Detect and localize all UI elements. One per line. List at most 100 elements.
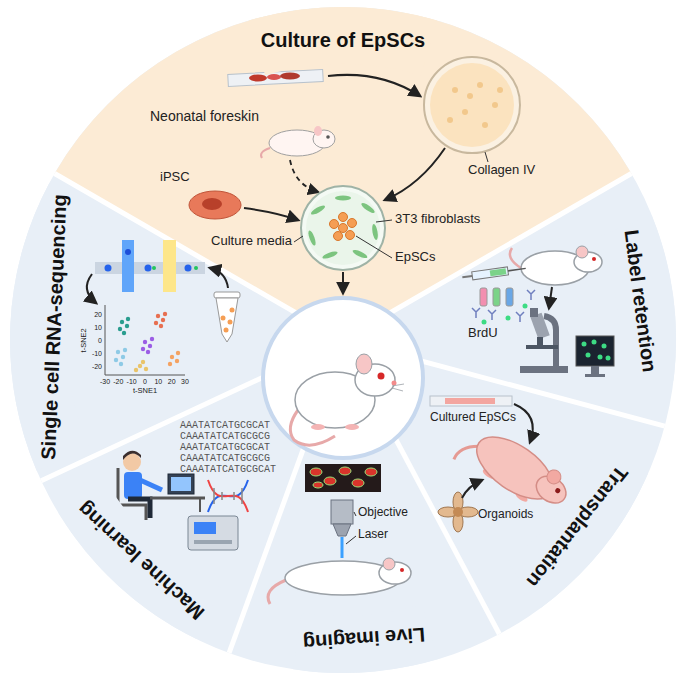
dna-helix (208, 480, 248, 512)
machine-learning-illustration (123, 451, 141, 460)
epsc-dish (352, 248, 369, 259)
tube (214, 292, 240, 298)
wheel-ground (55, 7, 632, 340)
neonatal-mouse (261, 126, 335, 158)
single-cell-illustration (145, 265, 152, 272)
monitor (585, 374, 605, 377)
nude-mouse (544, 467, 563, 486)
monitor (592, 340, 597, 345)
nude-mouse (554, 487, 561, 494)
sector-title: Culture of EpSCs (261, 28, 425, 52)
epsc-dish (339, 224, 348, 233)
transplantation-illustration (462, 480, 482, 498)
machine-learning-illustration (124, 472, 142, 499)
dna-helix (208, 480, 248, 512)
tsne-cluster (141, 347, 145, 351)
sequence-text: CAAATATCATGCGCAT (180, 464, 276, 476)
culture-illustration (290, 160, 318, 192)
epsc-dish (348, 219, 357, 228)
objective (333, 524, 351, 536)
dna-helix (214, 488, 242, 504)
culture-illustration (385, 148, 445, 200)
imaged-mouse (268, 580, 286, 604)
machine-learning-illustration (168, 474, 194, 494)
tsne-cluster (123, 348, 127, 352)
organoid (438, 492, 478, 532)
single-cell-illustration (87, 274, 96, 303)
collagen-dish (497, 87, 503, 93)
tsne-cluster (170, 355, 174, 359)
tsne-cluster (122, 331, 126, 335)
culture-illustration (328, 75, 420, 96)
collagen-dish (452, 87, 458, 93)
label-retention-illustration (462, 246, 614, 377)
tsne-cluster (175, 359, 179, 363)
label-retention-illustration (523, 304, 528, 309)
sector-title: Transplantation (522, 461, 633, 592)
collagen-dish (424, 57, 520, 153)
tube (228, 320, 233, 325)
objective (331, 500, 353, 524)
tsne-cluster (114, 312, 180, 372)
collagen-dish (467, 93, 473, 99)
tsne-cluster (159, 324, 163, 328)
single-cell-illustration (95, 262, 205, 274)
live-imaging-illustration (352, 479, 364, 487)
machine-learning-illustration (140, 480, 162, 490)
imaged-mouse (400, 568, 404, 572)
single-cell-illustration (87, 240, 240, 375)
live-imaging-illustration (346, 536, 356, 544)
tube (214, 292, 240, 342)
single-cell-illustration (122, 240, 134, 292)
epsc-dish (322, 250, 339, 260)
sequencer (194, 540, 232, 544)
monitor (591, 366, 599, 374)
tsne-cluster (148, 344, 152, 348)
sector-band-fill (507, 450, 648, 608)
epsc-dish (360, 201, 376, 214)
live-imaging-illustration (268, 464, 411, 604)
label-retention-illustration (576, 246, 588, 258)
tube (221, 316, 226, 321)
sector-band-fill (293, 604, 438, 673)
tsne-cluster (138, 364, 142, 368)
transplantation-illustration (445, 398, 495, 404)
center-mouse (392, 384, 404, 391)
neonatal-mouse (326, 135, 330, 139)
tsne-cluster (116, 350, 120, 354)
center-mouse (392, 381, 397, 386)
sequencer (188, 516, 238, 550)
center-mouse (378, 373, 385, 380)
antibody (527, 290, 535, 300)
microscope (537, 337, 543, 345)
center-circle (263, 298, 423, 458)
monitor (606, 356, 611, 361)
live-imaging-illustration (341, 537, 344, 558)
part-label: iPSC (160, 170, 190, 185)
transplantation-illustration (430, 396, 575, 532)
leader-line (376, 220, 392, 222)
axis-tick: 0 (143, 378, 147, 386)
ipsc-cell (189, 191, 241, 219)
ipsc-cell (189, 191, 241, 219)
label-retention-illustration (493, 288, 500, 306)
microscope (530, 308, 538, 317)
single-cell-illustration (105, 305, 185, 375)
sequence-text: CAAATATCATGCGCG (180, 431, 270, 443)
axis-tick: 20 (168, 378, 176, 386)
sector-band-fill (58, 483, 221, 639)
machine-learning-illustration (128, 499, 150, 518)
tsne-cluster (121, 355, 125, 359)
part-label: Cultured EpSCs (430, 411, 516, 425)
tsne-cluster (161, 318, 165, 322)
monitor (576, 336, 614, 377)
tube (216, 298, 238, 342)
tsne-cluster (141, 360, 145, 364)
syringe (508, 268, 526, 271)
neonatal-mouse (314, 126, 322, 136)
collagen-dish (477, 82, 483, 88)
